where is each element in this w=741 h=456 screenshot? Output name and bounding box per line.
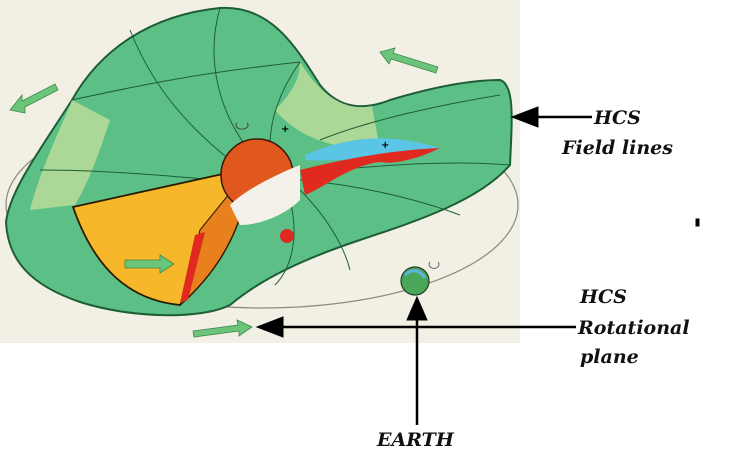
earth-rotation-icon [428, 261, 440, 269]
plus-sign: + [281, 124, 289, 135]
wedge-red-edge [180, 232, 205, 303]
rotation-arrow-icon [192, 319, 253, 338]
rotational-plane-label: Rotational [577, 317, 690, 339]
sun-cutout [230, 165, 300, 225]
red-blob [280, 229, 294, 243]
rotation-arrow-icon [124, 254, 175, 274]
earth-ocean [403, 269, 427, 279]
sun-rotation-icon [235, 122, 249, 130]
stray-mark [695, 218, 700, 227]
earth-label: EARTH [376, 429, 455, 451]
field-lines-label-hcs: HCS [593, 107, 641, 129]
plane-arrowhead-icon [255, 316, 284, 338]
red-streak [300, 148, 440, 195]
rotation-arrow-icon [9, 83, 59, 114]
field-lines-label: Field lines [561, 137, 673, 159]
earth-arrowhead-icon [406, 295, 428, 321]
rotational-plane-label-hcs: HCS [579, 286, 627, 308]
field-lines [39, 7, 511, 286]
rotation-arrow-icon [379, 47, 439, 74]
field-lines-arrowhead-icon [510, 106, 539, 128]
current-sheet-light-band [30, 62, 380, 210]
plus-sign: + [381, 140, 389, 151]
plane-label: plane [580, 346, 639, 368]
blue-streak [305, 138, 440, 161]
